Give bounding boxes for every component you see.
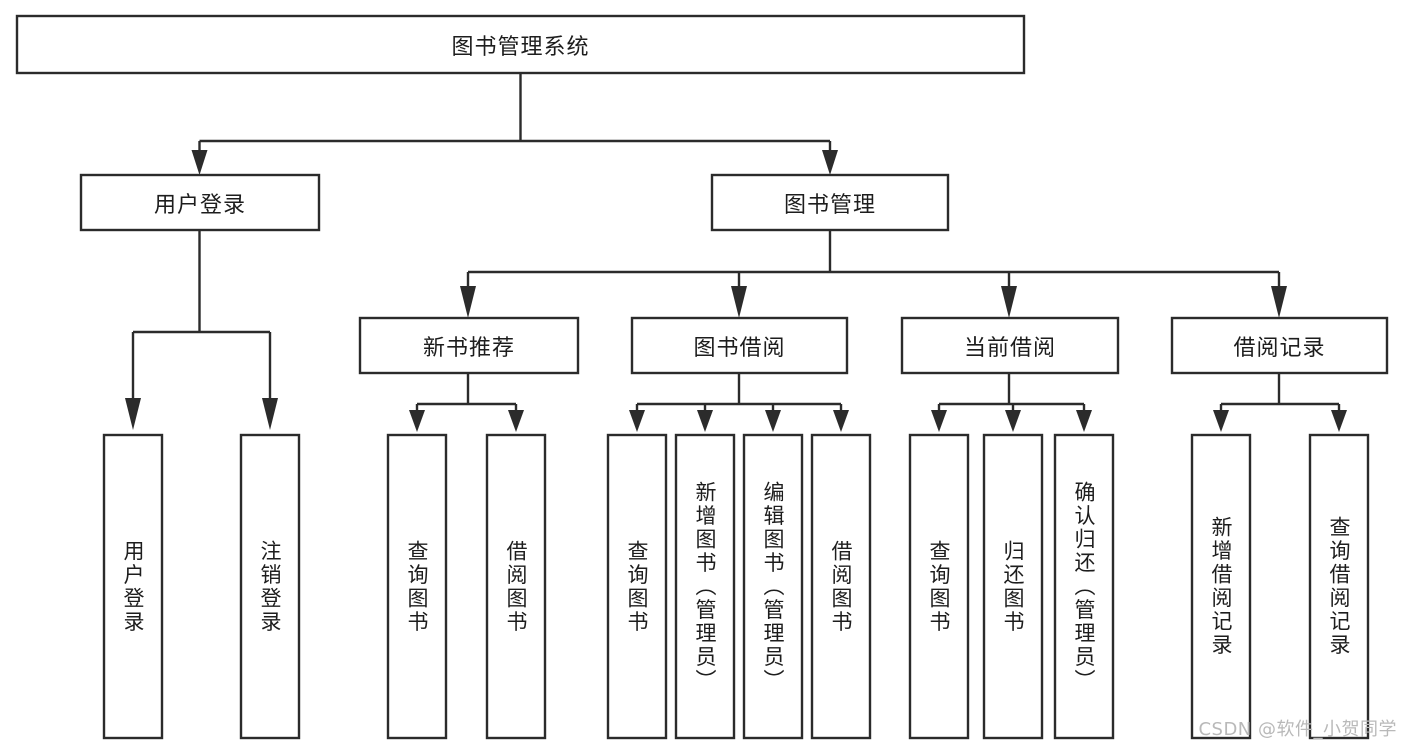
node-leaf-query-book-borrow[interactable] [606,433,668,740]
arrow-head-icon [409,410,425,432]
arrow-head-icon [833,410,849,432]
arrow-head-icon [125,398,141,430]
arrow-head-icon [191,150,208,175]
connector-book-borrow-to-leaves [629,373,849,432]
watermark-text: CSDN @软件_小贺同学 [1198,719,1397,740]
node-leaf-add-book-admin[interactable] [674,433,736,740]
arrow-head-icon [731,286,747,318]
node-leaf-borrow-book-recommend[interactable] [485,433,547,740]
arrow-head-icon [1001,286,1017,318]
connector-borrow-record-to-leaves [1213,373,1347,432]
connector-book-management-to-level2 [460,230,1287,318]
arrow-head-icon [262,398,278,430]
node-leaf-add-borrow-record[interactable] [1190,433,1252,740]
arrow-head-icon [1005,410,1021,432]
connector-root-to-level1 [191,73,838,175]
arrow-head-icon [931,410,947,432]
arrow-head-icon [1076,410,1092,432]
node-leaf-query-book-recommend[interactable] [386,433,448,740]
node-leaf-logout-login[interactable] [239,433,301,740]
arrow-head-icon [508,410,524,432]
node-leaf-user-login[interactable] [102,433,164,740]
connector-user-login-to-leaves [125,230,278,430]
node-leaf-query-book-current[interactable] [908,433,970,740]
node-book-management[interactable] [710,173,950,232]
node-leaf-query-borrow-record[interactable] [1308,433,1370,740]
node-root[interactable] [15,14,1026,75]
arrow-head-icon [697,410,713,432]
node-leaf-return-book[interactable] [982,433,1044,740]
node-current-borrow[interactable] [900,316,1120,375]
node-leaf-confirm-return-admin[interactable] [1053,433,1115,740]
arrow-head-icon [765,410,781,432]
arrow-head-icon [822,150,838,175]
arrow-head-icon [1271,286,1287,318]
node-leaf-borrow-book[interactable] [810,433,872,740]
node-borrow-record[interactable] [1170,316,1389,375]
node-new-book-recommend[interactable] [358,316,580,375]
node-book-borrow[interactable] [630,316,849,375]
connector-current-borrow-to-leaves [931,373,1092,432]
arrow-head-icon [629,410,645,432]
arrow-head-icon [1331,410,1347,432]
connector-new-book-recommend-to-leaves [409,373,524,432]
node-leaf-edit-book-admin[interactable] [742,433,804,740]
arrow-head-icon [1213,410,1229,432]
arrow-head-icon [460,286,476,318]
node-user-login[interactable] [79,173,321,232]
